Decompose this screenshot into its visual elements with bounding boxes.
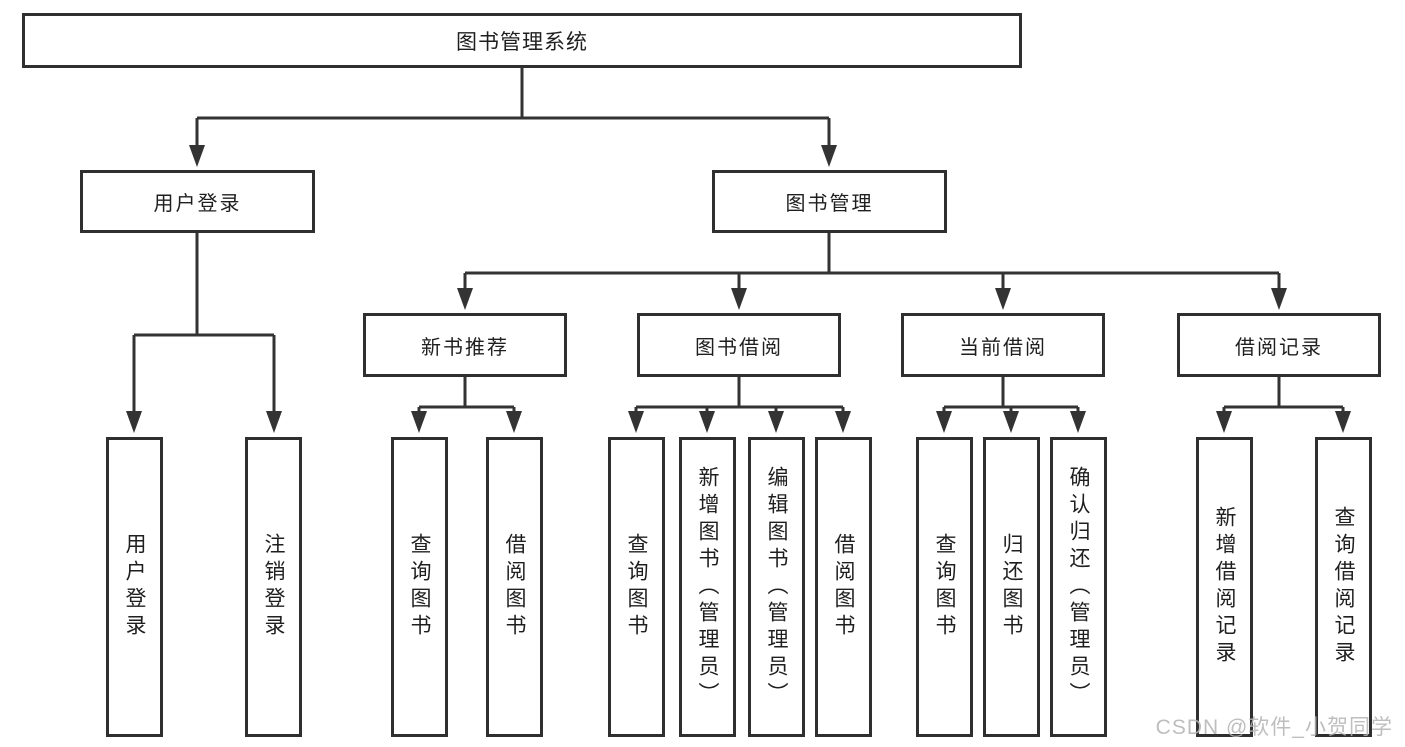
node-label: 借阅图书 xyxy=(832,533,855,641)
node-label: 编辑图书（管理员） xyxy=(765,465,788,709)
node-label: 查询图书 xyxy=(933,533,956,641)
node-label: 确认归还（管理员） xyxy=(1067,465,1090,709)
leaf-query-books-current: 查询图书 xyxy=(916,437,973,737)
node-borrowing-records: 借阅记录 xyxy=(1177,313,1381,377)
tree-branch-lines xyxy=(134,68,1343,409)
node-label: 新增图书（管理员） xyxy=(696,465,719,709)
leaf-query-borrow-record: 查询借阅记录 xyxy=(1315,437,1372,737)
node-label: 查询借阅记录 xyxy=(1332,506,1355,668)
node-label: 图书借阅 xyxy=(695,336,783,359)
node-label: 图书管理 xyxy=(785,193,874,215)
node-label: 新书推荐 xyxy=(421,336,509,359)
leaf-query-books-borrowing: 查询图书 xyxy=(608,437,665,737)
leaf-add-books-admin: 新增图书（管理员） xyxy=(679,437,736,737)
leaf-user-login: 用户登录 xyxy=(106,437,163,737)
node-label: 归还图书 xyxy=(1000,533,1023,641)
leaf-edit-books-admin: 编辑图书（管理员） xyxy=(748,437,805,737)
leaf-logout: 注销登录 xyxy=(245,437,302,737)
node-new-book-recommendation: 新书推荐 xyxy=(363,313,567,377)
leaf-borrow-books-recommend: 借阅图书 xyxy=(486,437,543,737)
node-library-management-system: 图书管理系统 xyxy=(22,13,1022,68)
node-label: 用户登录 xyxy=(123,533,146,641)
leaf-query-books-recommend: 查询图书 xyxy=(391,437,448,737)
node-label: 借阅图书 xyxy=(503,533,526,641)
node-label: 新增借阅记录 xyxy=(1213,506,1236,668)
node-label: 图书管理系统 xyxy=(456,30,588,54)
leaf-return-books: 归还图书 xyxy=(983,437,1040,737)
node-label: 查询图书 xyxy=(408,533,431,641)
node-label: 借阅记录 xyxy=(1235,336,1323,359)
node-book-borrowing: 图书借阅 xyxy=(637,313,841,377)
leaf-confirm-return-admin: 确认归还（管理员） xyxy=(1050,437,1107,737)
leaf-add-borrow-record: 新增借阅记录 xyxy=(1196,437,1253,737)
node-label: 当前借阅 xyxy=(959,336,1047,359)
leaf-borrow-books-borrowing: 借阅图书 xyxy=(815,437,872,737)
node-label: 注销登录 xyxy=(262,533,285,641)
csdn-watermark: CSDN @软件_小贺同学 xyxy=(1155,716,1393,739)
node-book-management: 图书管理 xyxy=(712,170,947,233)
node-user-login: 用户登录 xyxy=(80,170,315,233)
node-label: 用户登录 xyxy=(153,193,242,215)
node-current-borrowing: 当前借阅 xyxy=(901,313,1105,377)
node-label: 查询图书 xyxy=(625,533,648,641)
